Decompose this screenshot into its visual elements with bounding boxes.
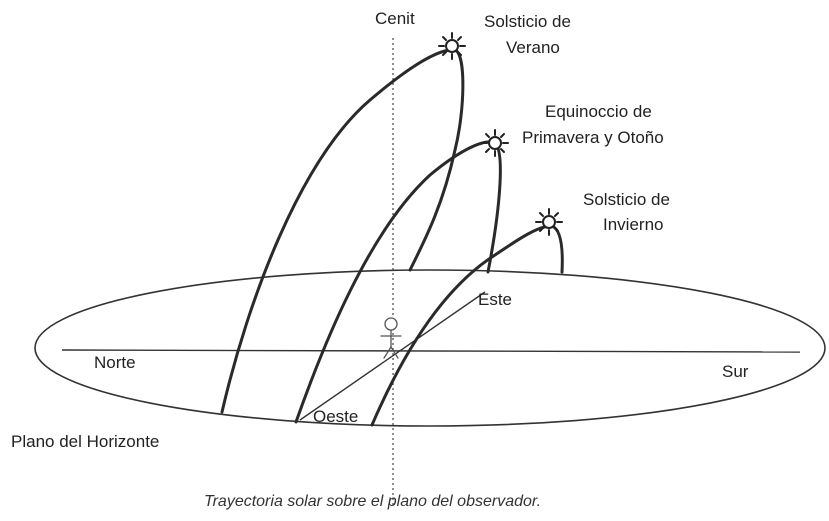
summer-solstice-label-line2: Verano: [506, 38, 560, 57]
horizon-plane-label: Plano del Horizonte: [11, 432, 159, 451]
caption: Trayectoria solar sobre el plano del obs…: [204, 493, 541, 510]
zenith-label: Cenit: [375, 9, 415, 28]
summer-solstice-path: [220, 48, 465, 414]
equinox-label-line2: Primavera y Otoño: [522, 128, 664, 147]
west-label: Oeste: [313, 407, 358, 426]
summer-solstice-label-line1: Solsticio de: [484, 12, 571, 31]
south-label: Sur: [722, 362, 749, 381]
sun-icon: [438, 32, 466, 60]
sun-icon: [535, 208, 563, 236]
north-label: Norte: [94, 353, 136, 372]
east-label: Este: [478, 290, 512, 309]
sun-icon: [481, 129, 509, 157]
observer-figure-icon: [380, 317, 402, 359]
east-west-line: [299, 291, 486, 421]
winter-solstice-label-line1: Solsticio de: [583, 190, 670, 209]
equinox-label-line1: Equinoccio de: [545, 102, 652, 121]
equinox-path: [294, 140, 502, 424]
winter-solstice-path: [370, 224, 564, 427]
north-south-line: [61, 349, 801, 353]
winter-solstice-label-line2: Invierno: [603, 215, 663, 234]
horizon-plane-ellipse: [34, 269, 826, 427]
